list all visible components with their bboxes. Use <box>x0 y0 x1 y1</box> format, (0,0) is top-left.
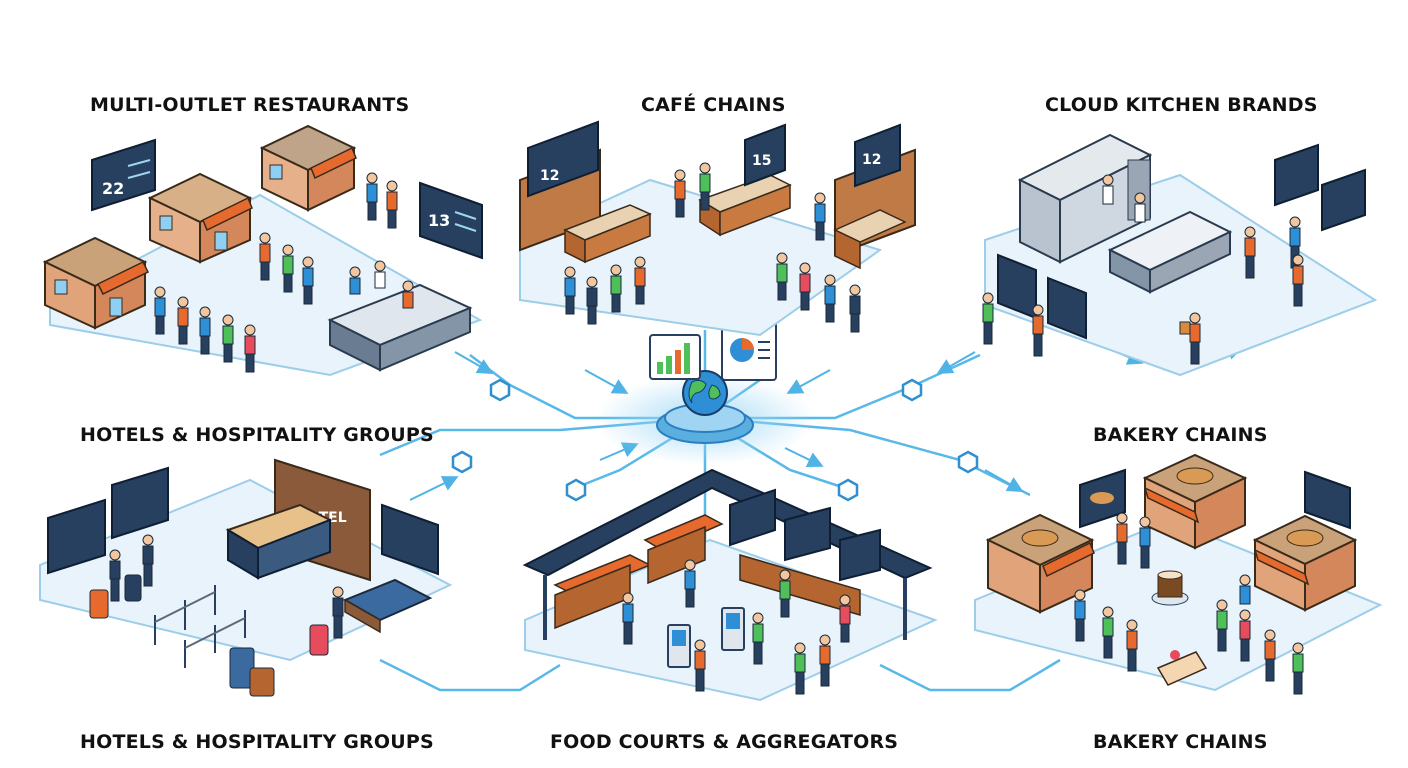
bakery-shop <box>985 513 1095 614</box>
prep-counter <box>1107 210 1233 294</box>
hexagon-node-icon <box>901 378 923 402</box>
section-label-food-courts: FOOD COURTS & AGGREGATORS <box>550 731 899 753</box>
queue-screen: 13 <box>419 181 483 260</box>
self-order-kiosks <box>667 607 745 668</box>
hexagon-node-icon <box>451 450 473 474</box>
scene-hotels: HOTEL <box>47 458 439 697</box>
service-counter <box>327 283 473 372</box>
section-label-hotels: HOTELS & HOSPITALITY GROUPS <box>80 424 434 446</box>
food-court-roof <box>522 468 933 640</box>
bakery-shop <box>1142 453 1248 550</box>
section-label-multi-outlet: MULTI-OUTLET RESTAURANTS <box>90 94 410 116</box>
section-label-bakery: BAKERY CHAINS <box>1093 424 1268 446</box>
bakery-shop <box>1252 514 1358 612</box>
hexagon-node-icon <box>957 450 979 474</box>
cake-display <box>1151 570 1208 686</box>
luggage <box>89 574 329 697</box>
queue-stanchions <box>154 585 246 668</box>
queue-screen: 22 <box>91 138 156 212</box>
cafe-menu-number: 12 <box>540 168 559 184</box>
hexagon-nodes <box>451 378 979 502</box>
food-stalls <box>553 488 881 630</box>
reception-desk <box>225 503 333 580</box>
hexagon-node-icon <box>837 478 859 502</box>
bakery-screens <box>1079 468 1351 530</box>
restaurant-building <box>147 172 253 264</box>
customer-queue <box>154 172 414 373</box>
scene-cloud-kitchen <box>982 133 1366 365</box>
globe-icon <box>682 370 728 416</box>
food-court-customers <box>622 559 851 695</box>
section-label-cloud-kitchen: CLOUD KITCHEN BRANDS <box>1045 94 1318 116</box>
cafe-counter: 12 <box>833 123 916 270</box>
scene-food-courts <box>522 468 933 695</box>
hotel-bed <box>342 578 433 634</box>
restaurant-building <box>42 236 150 330</box>
restaurant-building <box>259 124 357 212</box>
kitchen-unit <box>1017 133 1153 264</box>
section-label-hotels-bottom: HOTELS & HOSPITALITY GROUPS <box>80 731 434 753</box>
order-screens <box>997 143 1366 340</box>
wall-screens <box>47 466 439 576</box>
hexagon-node-icon <box>489 378 511 402</box>
cafe-counter: 12 <box>519 120 652 264</box>
scene-cafe: 12 15 12 <box>519 120 916 333</box>
cafe-customers <box>564 162 861 333</box>
queue-number: 13 <box>428 211 450 230</box>
cafe-menu-number: 15 <box>752 153 771 169</box>
section-label-bakery-bottom: BAKERY CHAINS <box>1093 731 1268 753</box>
hexagon-node-icon <box>565 478 587 502</box>
scene-bakery <box>985 453 1358 695</box>
section-label-cafe-chains: CAFÉ CHAINS <box>641 94 786 116</box>
delivery-riders <box>982 174 1304 365</box>
bakery-customers <box>1074 512 1304 695</box>
hotel-guests <box>109 534 344 639</box>
bar-chart-icon <box>649 334 701 380</box>
queue-number: 22 <box>102 179 124 198</box>
scene-multi-outlet: 22 13 <box>42 124 483 373</box>
cafe-menu-number: 12 <box>862 152 881 168</box>
